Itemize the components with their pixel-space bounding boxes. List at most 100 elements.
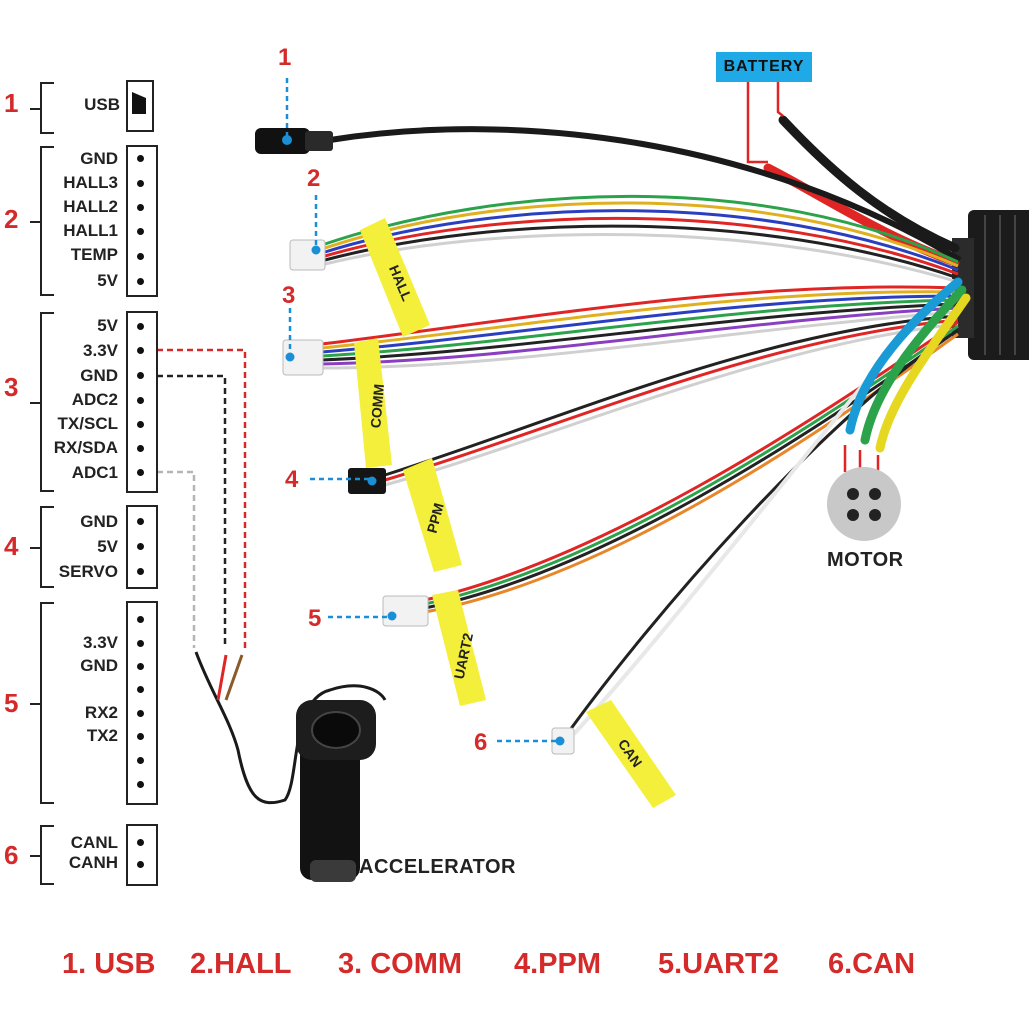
legend-item-hall: 2.HALL <box>190 948 292 980</box>
pin-dot <box>137 323 144 330</box>
tag-comm <box>354 338 392 468</box>
pin-dot <box>137 568 144 575</box>
ppm-wires <box>384 314 959 487</box>
tag-can <box>586 700 676 808</box>
pin-dot <box>137 155 144 162</box>
callout-number-6: 6 <box>474 729 488 756</box>
pin-dot <box>137 278 144 285</box>
group-bracket-1 <box>30 82 54 134</box>
usb-port-icon <box>126 80 154 132</box>
pin-dot <box>137 347 144 354</box>
pin-dot <box>137 781 144 788</box>
pin-label: GND <box>80 656 118 675</box>
callout-number-3: 3 <box>282 282 296 309</box>
ppm-plug <box>348 468 386 494</box>
group-number-5: 5 <box>4 688 19 718</box>
group-bracket-4 <box>30 506 54 588</box>
pin-dot <box>137 372 144 379</box>
pin-dot <box>137 445 144 452</box>
pin-label: ADC1 <box>71 463 118 482</box>
callout-number-1: 1 <box>278 44 292 71</box>
comm-plug <box>282 339 324 376</box>
pin-label: TEMP <box>70 245 118 264</box>
pin-dot <box>137 663 144 670</box>
hall-wires <box>324 194 959 284</box>
tag-ppm <box>403 458 462 572</box>
callout-leaders <box>285 78 557 743</box>
pin-dot <box>137 204 144 211</box>
pin-dot <box>137 839 144 846</box>
callout-number-5: 5 <box>308 605 322 632</box>
pin-dot <box>137 253 144 260</box>
pin-dot <box>137 180 144 187</box>
tag-uart2 <box>432 590 486 706</box>
tag-hall <box>360 218 430 337</box>
group-bracket-6 <box>30 825 54 885</box>
pin-label: GND <box>80 366 118 385</box>
pin-dot <box>137 421 144 428</box>
pin-label: CANL <box>70 833 118 852</box>
pin-dot <box>137 469 144 476</box>
pin-dot <box>137 616 144 623</box>
legend-item-comm: 3. COMM <box>338 948 463 980</box>
pin-label: RX/SDA <box>53 438 118 457</box>
pin-label: TX/SCL <box>57 414 118 433</box>
battery-label: BATTERY <box>716 52 812 82</box>
legend-item-usb: 1. USB <box>62 948 156 980</box>
pin-label: SERVO <box>58 562 118 581</box>
pin-dot <box>137 228 144 235</box>
legend-item-can: 6.CAN <box>828 948 916 980</box>
pin-label: GND <box>80 149 118 168</box>
group-number-2: 2 <box>4 204 19 234</box>
controller-body <box>952 210 1029 360</box>
pin-dot <box>137 397 144 404</box>
group-bracket-5 <box>30 602 54 804</box>
callout-number-4: 4 <box>285 466 299 493</box>
uart2-plug <box>382 595 429 627</box>
pin-label: 5V <box>97 316 118 335</box>
pin-dot <box>137 710 144 717</box>
accelerator-cable <box>194 651 387 805</box>
pin-label: HALL2 <box>63 197 118 216</box>
group-number-6: 6 <box>4 840 19 870</box>
accelerator-label: ACCELERATOR <box>359 856 516 878</box>
accelerator-grip <box>296 700 376 882</box>
legend-item-uart2: 5.UART2 <box>658 948 779 980</box>
group-number-4: 4 <box>4 531 19 561</box>
hall-plug <box>289 239 326 271</box>
accelerator-dashed-lines <box>147 348 247 648</box>
motor-icon <box>827 467 901 541</box>
pin-label: HALL1 <box>63 221 118 240</box>
legend-item-ppm: 4.PPM <box>514 948 602 980</box>
pin-dot <box>137 757 144 764</box>
motor-label: MOTOR <box>827 549 904 571</box>
motor-phase-wires <box>845 277 971 453</box>
connector-box-5 <box>126 601 158 805</box>
connector-box-2 <box>126 145 158 297</box>
pin-label: ADC2 <box>71 390 118 409</box>
battery-lead-lines <box>746 82 784 164</box>
callout-number-2: 2 <box>307 165 321 192</box>
pin-dot <box>137 640 144 647</box>
pin-label: 3.3V <box>83 633 118 652</box>
pin-label: 5V <box>97 271 118 290</box>
pin-dot <box>137 543 144 550</box>
group-bracket-3 <box>30 312 54 492</box>
pin-dot <box>137 733 144 740</box>
pin-dot <box>137 861 144 868</box>
pin-label: 5V <box>97 537 118 556</box>
pin-label: RX2 <box>84 703 118 722</box>
pin-dot <box>137 686 144 693</box>
group-number-1: 1 <box>4 88 19 118</box>
group-bracket-2 <box>30 146 54 296</box>
group-number-3: 3 <box>4 372 19 402</box>
pin-label: HALL3 <box>63 173 118 192</box>
usb-cable <box>255 126 962 263</box>
pin-label: GND <box>80 512 118 531</box>
pin-label: TX2 <box>86 726 118 745</box>
pin-dot <box>137 518 144 525</box>
pin-label: 3.3V <box>83 341 118 360</box>
connector-box-6 <box>126 824 158 886</box>
